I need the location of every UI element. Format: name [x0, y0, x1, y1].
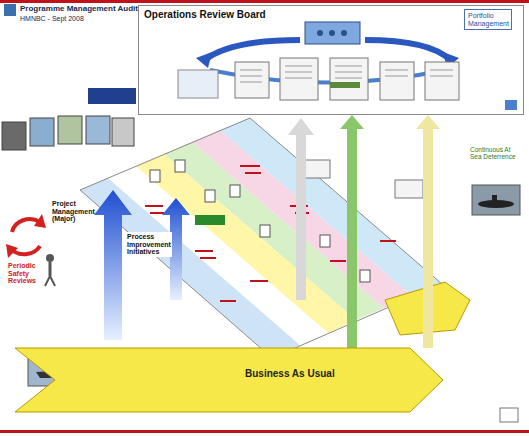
flow-arrow	[416, 115, 440, 348]
person-figure	[45, 254, 55, 286]
note-label: Continuous At Sea Deterrence	[470, 146, 522, 160]
note-label: Process Improvement Initiatives	[126, 232, 172, 257]
title-text: Programme Management Audit	[20, 5, 138, 14]
flow-arrow	[340, 115, 364, 348]
banner	[88, 88, 136, 104]
note-label: HMNBC - Sept 2008	[20, 15, 84, 23]
bottom-bar	[0, 430, 529, 433]
logo-icon	[4, 4, 16, 16]
top-bar	[0, 0, 529, 3]
orb-art	[178, 22, 517, 110]
business-band: Business As Usual	[15, 340, 445, 416]
arrow-shape	[15, 340, 445, 416]
note-label: Project Management (Major)	[52, 200, 100, 223]
process-plane	[80, 118, 442, 358]
submarine-photo	[472, 185, 520, 215]
node-text: Portfolio Management	[468, 12, 508, 27]
node-text: Operations Review Board	[144, 9, 266, 20]
portfolio-box: Portfolio Management	[464, 9, 512, 30]
corner-icon	[500, 408, 518, 422]
photo-strip	[2, 116, 134, 150]
board-panel: Operations Review Board Portfolio Managem…	[138, 5, 524, 115]
project-arrow	[94, 190, 132, 340]
grey-arrow	[288, 118, 314, 300]
note-label: Periodic Safety Reviews	[8, 262, 48, 285]
node-text: Business As Usual	[245, 368, 335, 379]
